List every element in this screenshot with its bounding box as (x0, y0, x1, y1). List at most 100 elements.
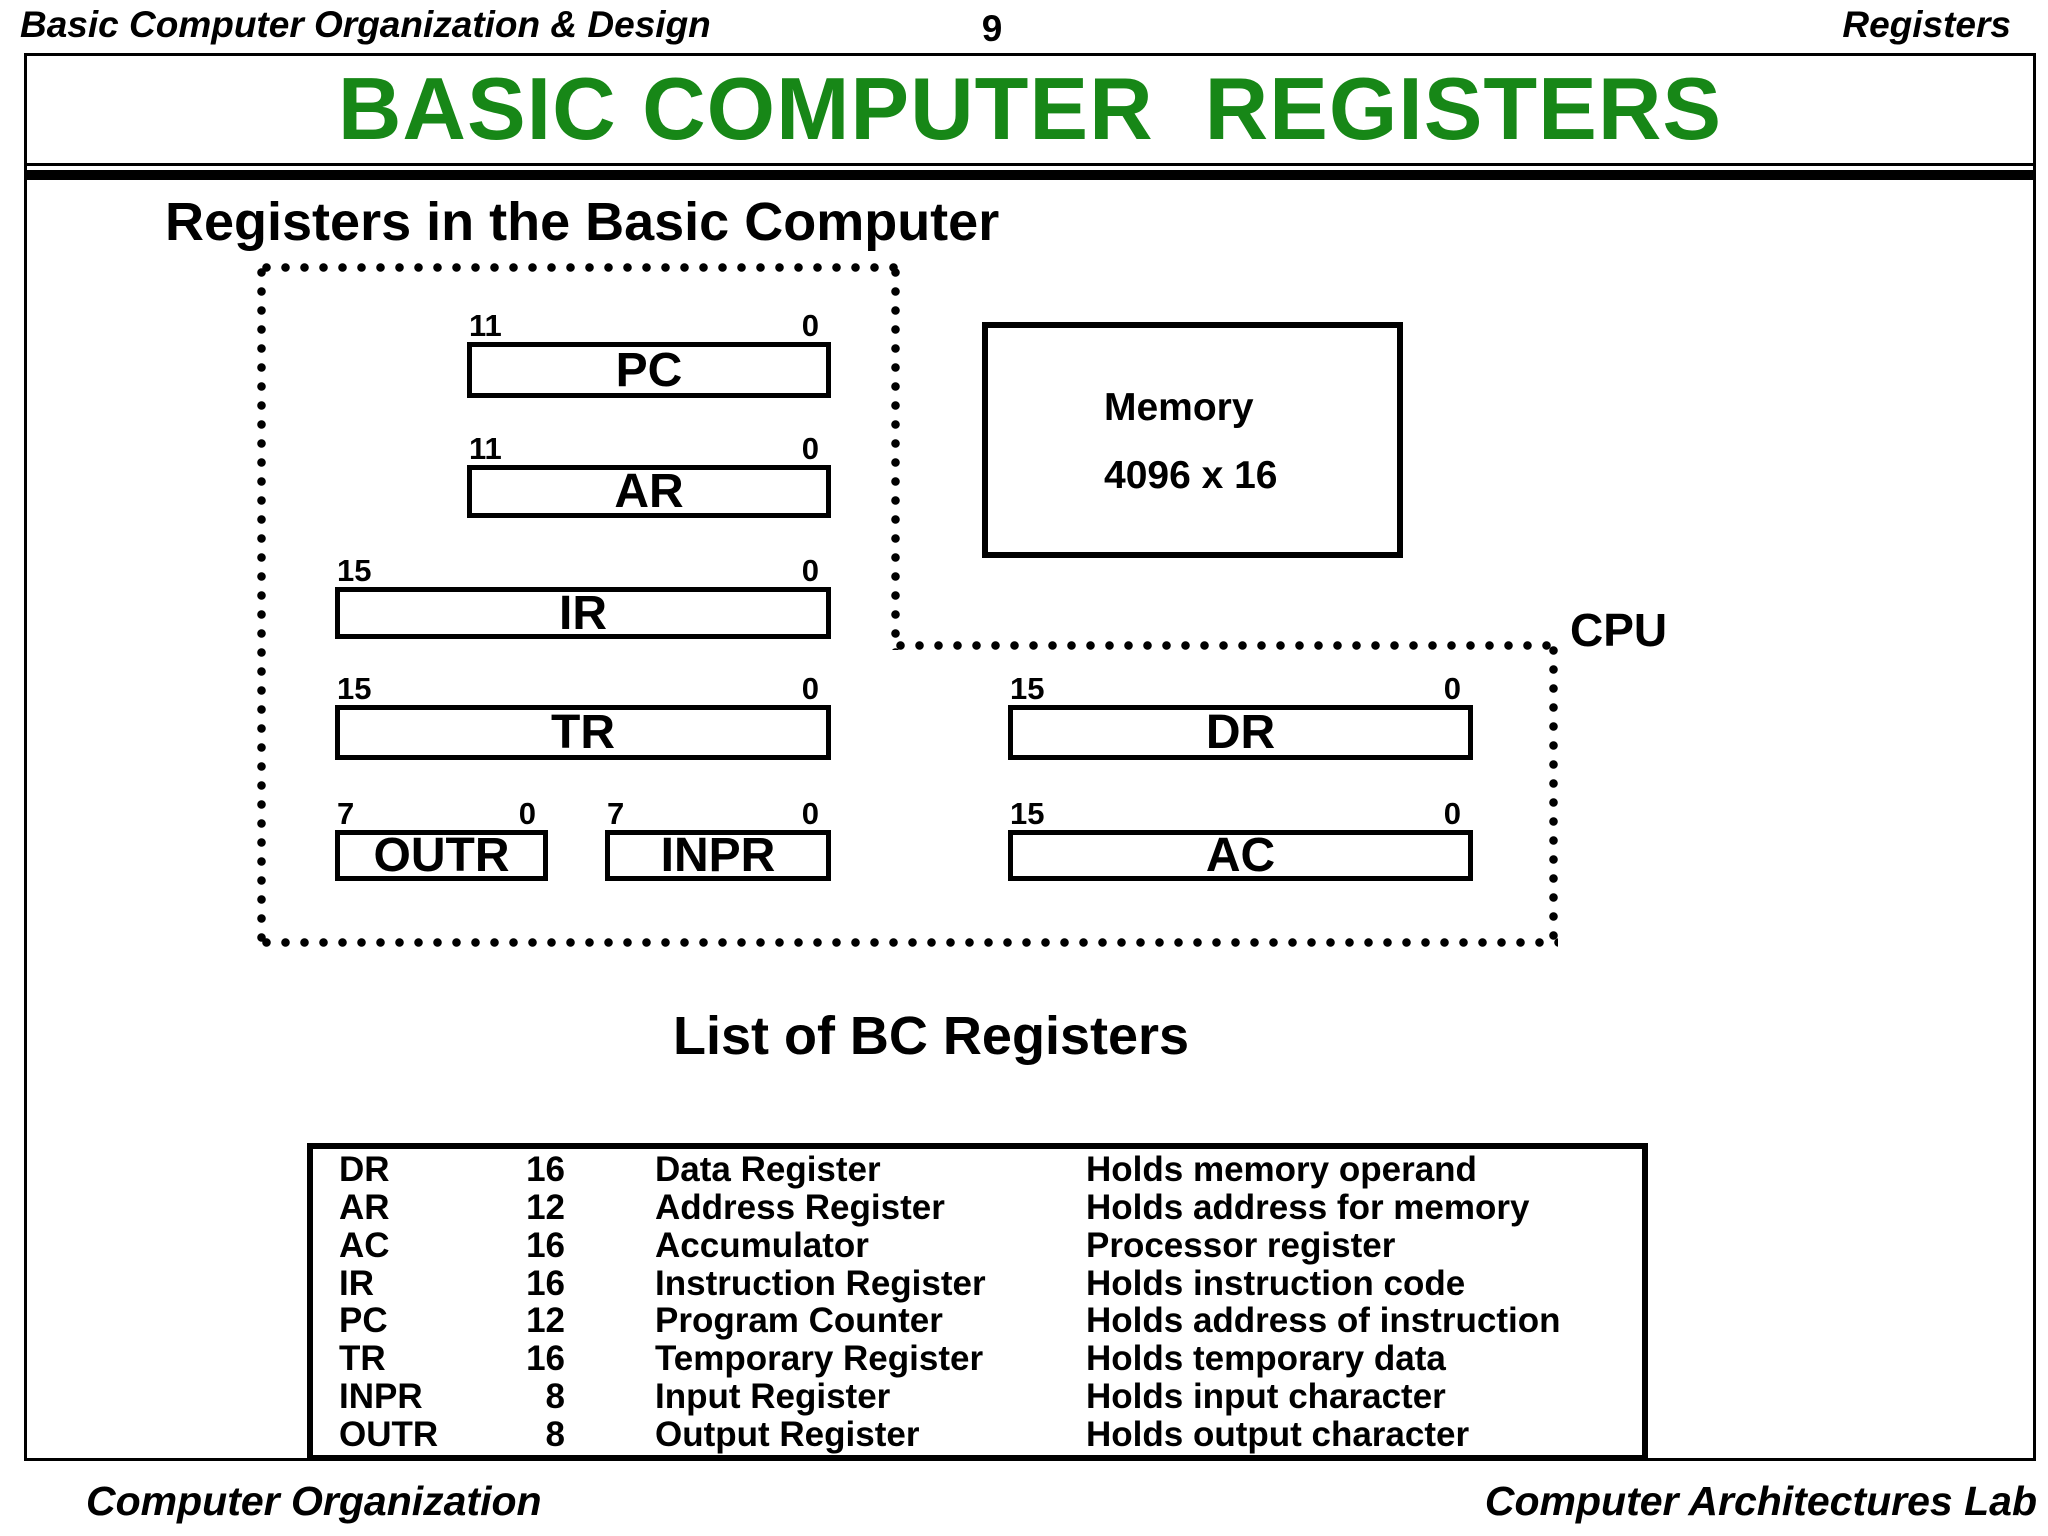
ir-high-bit: 15 (337, 553, 372, 588)
register-table: DR 16 Data Register Holds memory operand… (307, 1143, 1648, 1461)
row-name: INPR (339, 1376, 423, 1416)
ac-label: AC (1205, 829, 1276, 882)
outr-box: OUTR (335, 829, 548, 882)
cpu-boundary-top (257, 263, 904, 272)
row-bits: 16 (526, 1339, 565, 1379)
ir-low-bit: 0 (801, 553, 819, 588)
header-page-number: 9 (981, 8, 1003, 49)
inpr-box: INPR (605, 829, 831, 882)
title-band: BASIC COMPUTER REGISTERS (24, 53, 2036, 165)
row-name: DR (339, 1150, 390, 1190)
cpu-boundary-left (257, 263, 266, 947)
row-bits: 16 (526, 1225, 565, 1265)
table-row: INPR 8 Input Register Holds input charac… (313, 1379, 1642, 1414)
footer-left: Computer Organization (86, 1478, 542, 1524)
memory-box: Memory 4096 x 16 (982, 322, 1403, 558)
register-tr: 15 0 TR (335, 671, 831, 760)
ac-box: AC (1008, 829, 1473, 882)
register-outr: 7 0 OUTR (335, 796, 548, 882)
header-course-title: Basic Computer Organization & Design (20, 4, 711, 45)
table-row: TR 16 Temporary Register Holds temporary… (313, 1341, 1642, 1376)
table-heading: List of BC Registers (672, 1006, 1190, 1066)
footer-right: Computer Architectures Lab (1484, 1478, 2037, 1524)
memory-title: Memory (1104, 386, 1254, 429)
row-name: PC (339, 1301, 388, 1341)
cpu-label: CPU (1570, 604, 1668, 656)
row-full-name: Address Register (655, 1188, 945, 1228)
register-inpr: 7 0 INPR (605, 796, 831, 882)
row-description: Holds output character (1086, 1414, 1470, 1454)
register-ac: 15 0 AC (1008, 796, 1473, 882)
slide-title: BASIC COMPUTER REGISTERS (337, 59, 1723, 158)
cpu-boundary-right (1549, 641, 1558, 947)
outr-low-bit: 0 (518, 796, 536, 831)
table-row: PC 12 Program Counter Holds address of i… (313, 1303, 1642, 1338)
tr-high-bit: 15 (337, 671, 372, 706)
ac-low-bit: 0 (1443, 796, 1461, 831)
row-bits: 16 (526, 1150, 565, 1190)
dr-low-bit: 0 (1443, 671, 1461, 706)
row-bits: 12 (526, 1188, 565, 1228)
ar-bit-labels: 11 0 (467, 433, 831, 464)
pc-high-bit: 11 (469, 308, 502, 343)
outr-bit-labels: 7 0 (335, 796, 548, 831)
row-full-name: Instruction Register (655, 1263, 986, 1303)
inpr-low-bit: 0 (801, 796, 819, 831)
outr-high-bit: 7 (337, 796, 355, 831)
ac-bit-labels: 15 0 (1008, 796, 1473, 831)
row-name: TR (339, 1339, 386, 1379)
row-bits: 12 (526, 1301, 565, 1341)
row-name: IR (339, 1263, 374, 1303)
table-row: AC 16 Accumulator Processor register (313, 1228, 1642, 1263)
row-name: AR (339, 1188, 390, 1228)
table-row: DR 16 Data Register Holds memory operand (313, 1152, 1642, 1187)
register-ar: 11 0 AR (467, 433, 831, 518)
row-full-name: Temporary Register (655, 1339, 984, 1379)
tr-label: TR (551, 706, 615, 759)
title-rule-thin (24, 163, 2036, 166)
row-description: Holds temporary data (1086, 1339, 1446, 1379)
ar-label: AR (614, 465, 684, 518)
inpr-high-bit: 7 (607, 796, 625, 831)
tr-low-bit: 0 (801, 671, 819, 706)
row-description: Holds memory operand (1086, 1150, 1477, 1190)
pc-box: PC (467, 342, 831, 398)
row-description: Holds instruction code (1086, 1263, 1466, 1303)
ir-box: IR (335, 586, 831, 640)
ac-high-bit: 15 (1010, 796, 1045, 831)
row-description: Holds address for memory (1086, 1188, 1530, 1228)
table-row: IR 16 Instruction Register Holds instruc… (313, 1266, 1642, 1301)
inpr-bit-labels: 7 0 (605, 796, 831, 831)
tr-bit-labels: 15 0 (335, 671, 831, 706)
ir-label: IR (559, 586, 607, 640)
row-name: AC (339, 1225, 390, 1265)
cpu-boundary-bottom (257, 938, 1558, 947)
table-row: OUTR 8 Output Register Holds output char… (313, 1417, 1642, 1452)
row-full-name: Output Register (655, 1414, 920, 1454)
cpu-boundary-mid-horizontal (891, 641, 1558, 650)
ir-bit-labels: 15 0 (335, 553, 831, 588)
dr-bit-labels: 15 0 (1008, 671, 1473, 706)
row-full-name: Data Register (655, 1150, 881, 1190)
row-description: Holds address of instruction (1086, 1301, 1561, 1341)
pc-label: PC (615, 343, 683, 397)
diagram-heading: Registers in the Basic Computer (165, 192, 1000, 252)
pc-bit-labels: 11 0 (467, 308, 831, 343)
row-bits: 8 (545, 1376, 565, 1416)
row-full-name: Input Register (655, 1376, 891, 1416)
register-pc: 11 0 PC (467, 308, 831, 398)
row-name: OUTR (339, 1414, 439, 1454)
dr-label: DR (1205, 706, 1276, 759)
dr-high-bit: 15 (1010, 671, 1045, 706)
memory-size: 4096 x 16 (1104, 454, 1278, 497)
header-section: Registers (1842, 4, 2011, 45)
cpu-boundary-mid-vertical (891, 263, 900, 650)
row-description: Processor register (1086, 1225, 1396, 1265)
row-full-name: Accumulator (655, 1225, 869, 1265)
row-description: Holds input character (1086, 1376, 1446, 1416)
outr-label: OUTR (373, 829, 510, 882)
row-bits: 8 (545, 1414, 565, 1454)
ar-box: AR (467, 465, 831, 518)
register-dr: 15 0 DR (1008, 671, 1473, 760)
row-full-name: Program Counter (655, 1301, 943, 1341)
